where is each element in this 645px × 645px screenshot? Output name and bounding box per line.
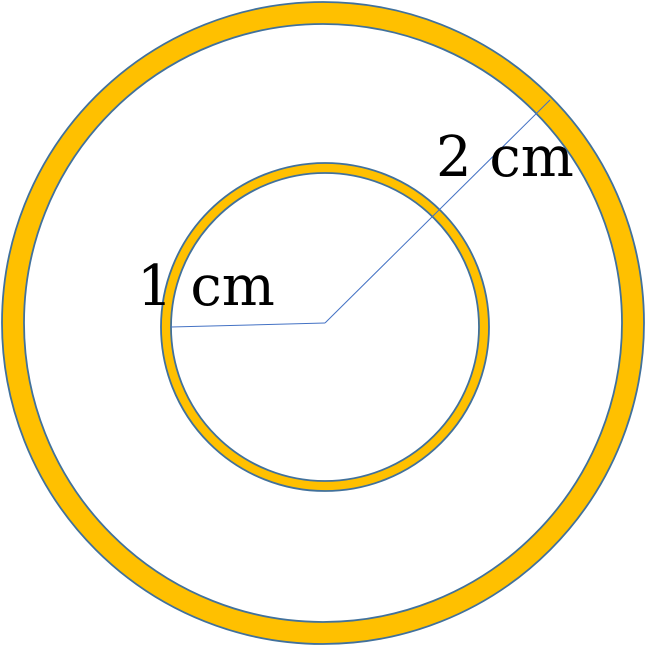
inner-ring-inner-edge: [170, 172, 480, 482]
inner-circle: [160, 162, 490, 492]
inner-radius-line: [170, 322, 326, 328]
inner-radius-label: 1 cm: [137, 254, 275, 319]
inner-ring-band: [160, 162, 490, 492]
outer-ring-inner-edge: [23, 23, 623, 623]
outer-radius-line: [324, 99, 551, 324]
outer-radius-label: 2 cm: [436, 125, 574, 190]
inner-ring-outer-edge: [160, 162, 490, 492]
